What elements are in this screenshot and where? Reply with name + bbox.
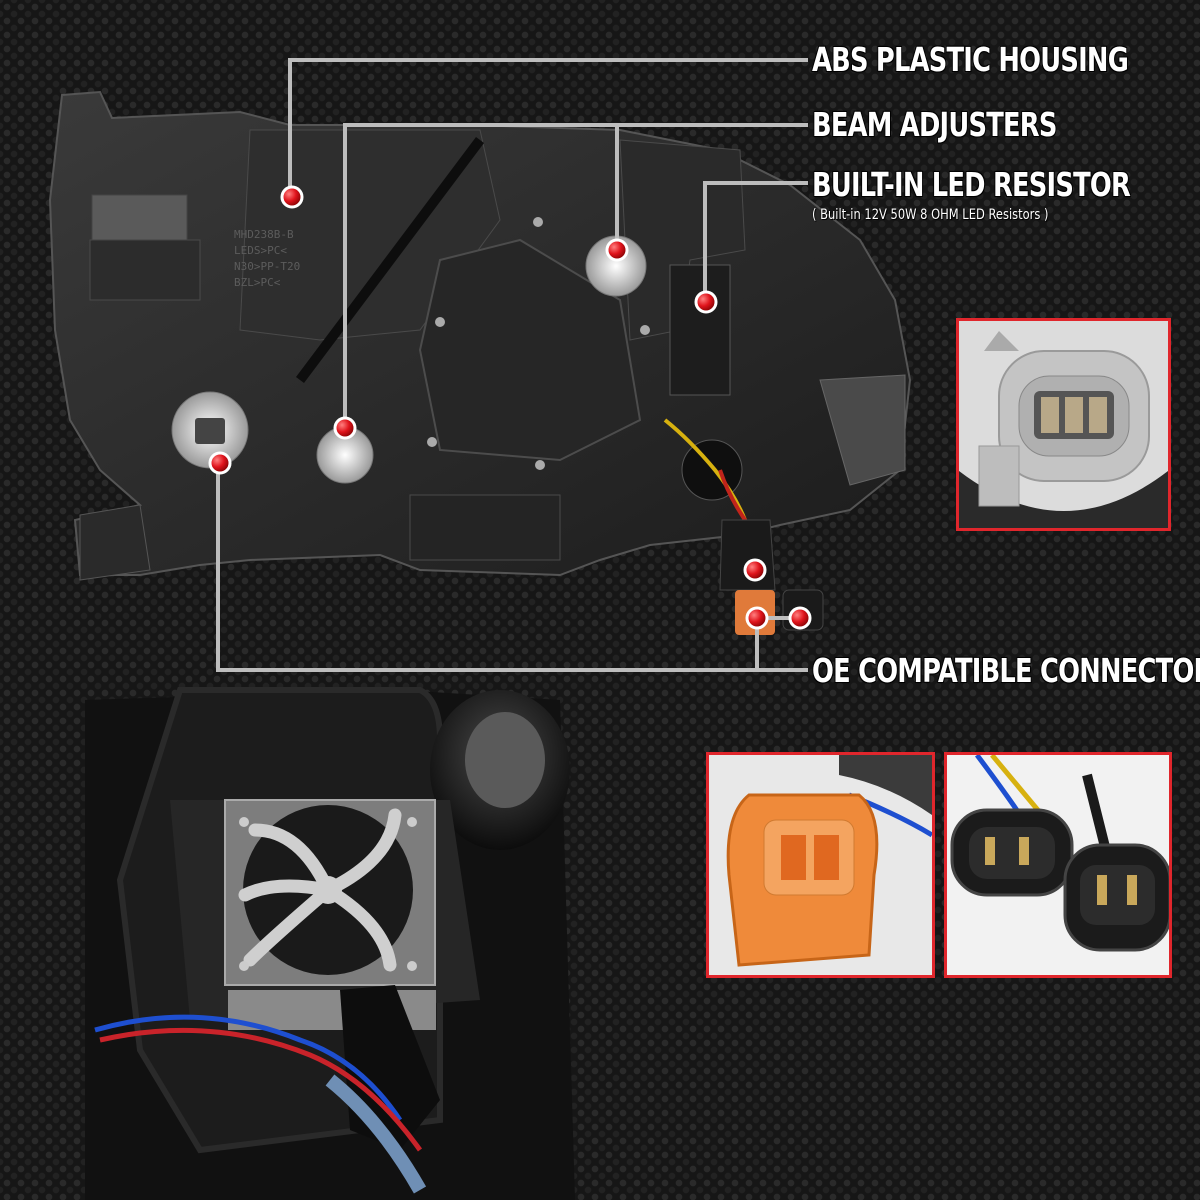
connector-marker bbox=[208, 451, 232, 475]
inset-black-connectors bbox=[944, 752, 1172, 978]
callout-markers bbox=[208, 185, 812, 630]
housing-marker bbox=[280, 185, 304, 209]
adjuster-marker bbox=[605, 238, 629, 262]
inset-orange-connector bbox=[706, 752, 935, 978]
projector-fan-photo bbox=[85, 687, 575, 1200]
marking-text: BZL>PC< bbox=[234, 276, 281, 289]
marking-text: N30>PP-T20 bbox=[234, 260, 300, 273]
headlight-housing: MHD238B-B LEDS>PC< N30>PP-T20 BZL>PC< bbox=[48, 90, 912, 635]
callout-resistor-detail: ( Built-in 12V 50W 8 OHM LED Resistors ) bbox=[812, 207, 1049, 223]
inset-three-pin-connector bbox=[956, 318, 1171, 531]
orange-connector-photo bbox=[709, 755, 932, 975]
callout-housing-label: ABS PLASTIC HOUSING bbox=[812, 40, 1129, 79]
three-pin-connector-photo bbox=[959, 321, 1168, 528]
connector-marker bbox=[788, 606, 812, 630]
callout-connectors-label: OE COMPATIBLE CONNECTORS bbox=[812, 651, 1200, 690]
callout-adjusters-label: BEAM ADJUSTERS bbox=[812, 105, 1057, 144]
connector-marker bbox=[743, 558, 767, 582]
marking-text: LEDS>PC< bbox=[234, 244, 287, 257]
marking-text: MHD238B-B bbox=[234, 228, 294, 241]
adjuster-marker bbox=[333, 416, 357, 440]
callout-resistor-label: BUILT-IN LED RESISTOR bbox=[812, 165, 1131, 204]
connector-marker bbox=[745, 606, 769, 630]
black-connectors-photo bbox=[947, 755, 1169, 975]
housing-markings: MHD238B-B LEDS>PC< N30>PP-T20 BZL>PC< bbox=[234, 228, 300, 289]
resistor-marker bbox=[694, 290, 718, 314]
